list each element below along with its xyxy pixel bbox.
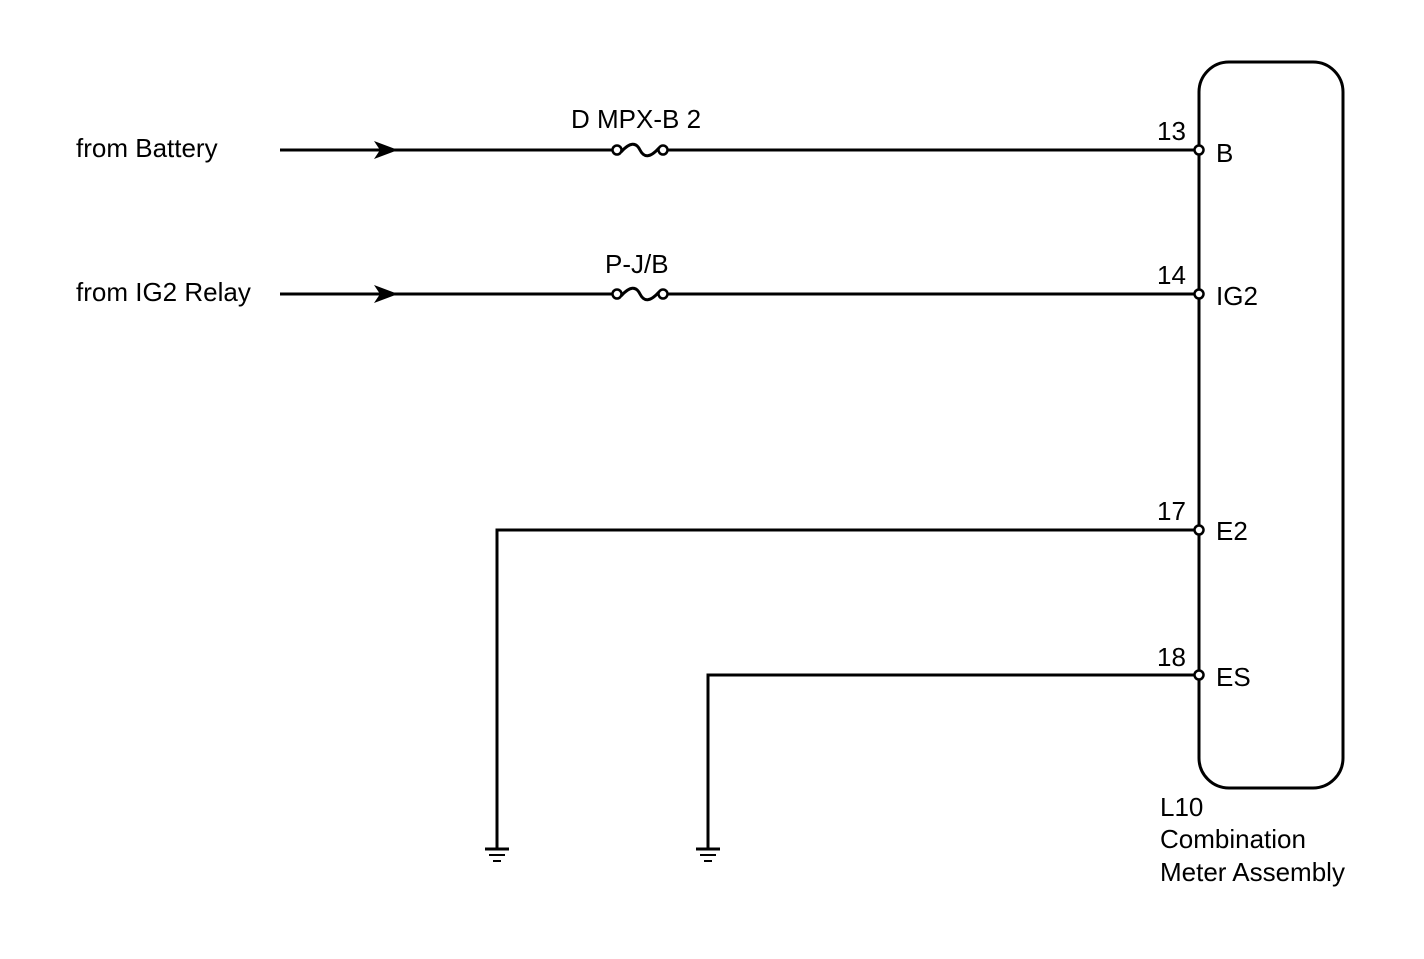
fuse-icon [619, 142, 661, 158]
ground-icon [696, 847, 720, 862]
pin-number: 13 [1157, 116, 1186, 146]
component-name-line1: Combination [1160, 824, 1306, 854]
source-label-battery: from Battery [76, 133, 218, 163]
pin-number: 18 [1157, 642, 1186, 672]
pin-name: IG2 [1216, 281, 1258, 311]
pin-18: 18 ES [1157, 642, 1251, 692]
pin-13: 13 B [1157, 116, 1233, 168]
pin-17: 17 E2 [1157, 496, 1248, 546]
pin-number: 17 [1157, 496, 1186, 526]
component-name-line2: Meter Assembly [1160, 857, 1345, 887]
es-ground-circuit [696, 673, 1195, 862]
component-code: L10 [1160, 792, 1203, 822]
fuse-label-ig2: P-J/B [605, 249, 669, 279]
pin-name: B [1216, 138, 1233, 168]
fuse-icon [619, 286, 661, 302]
arrow-icon [374, 285, 398, 303]
pin-number: 14 [1157, 260, 1186, 290]
pin-14: 14 IG2 [1157, 260, 1258, 311]
ig2-circuit: from IG2 Relay P-J/B [76, 249, 1195, 307]
pin-name: E2 [1216, 516, 1248, 546]
fuse-label-battery: D MPX-B 2 [571, 104, 701, 134]
e2-ground-circuit [485, 528, 1195, 862]
pin-name: ES [1216, 662, 1251, 692]
ground-icon [485, 847, 509, 862]
battery-circuit: from Battery D MPX-B 2 [76, 104, 1195, 163]
source-label-ig2: from IG2 Relay [76, 277, 251, 307]
arrow-icon [374, 141, 398, 159]
